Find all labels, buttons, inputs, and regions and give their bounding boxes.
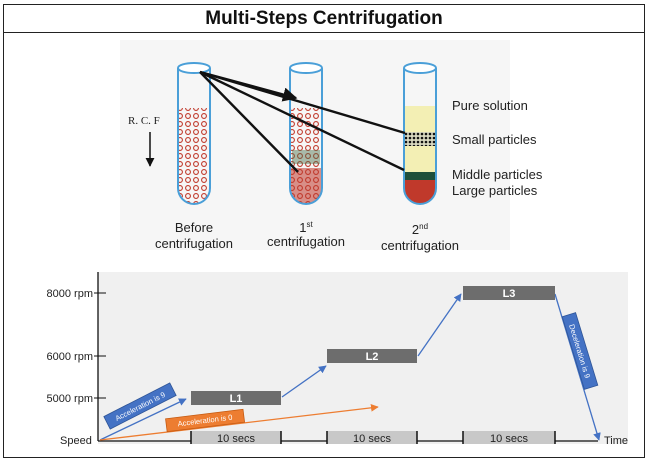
tube-1st [289,62,323,205]
tube-2nd [403,62,437,205]
caption-before-line2: centrifugation [155,236,233,251]
layer-small-particles [404,132,436,146]
zero-acceleration-line [99,403,379,441]
label-large-particles: Large particles [452,183,538,198]
badge-acceleration-0: Acceleration is 0 [165,408,246,433]
caption-1st-line1: 1st [299,220,313,235]
rcf-label: R. C. F [128,115,160,127]
level-8000: 8000 rpm [47,288,93,300]
caption-2nd-line2: centrifugation [381,238,459,253]
figure-title: Multi-Steps Centrifugation [4,5,644,33]
step-l2 [327,349,417,363]
step-l3-label: L3 [503,288,516,300]
layer-middle-particles [404,172,436,180]
x-axis-start-label: Speed [60,435,92,447]
separation-arrows [199,70,406,173]
duration-l1: 10 secs [217,433,255,445]
figure-frame: Multi-Steps Centrifugation [3,4,645,458]
level-5000: 5000 rpm [47,393,93,405]
caption-2nd-line1: 2nd [412,222,428,237]
step-l2-label: L2 [366,351,379,363]
x-axis-end-label: Time [604,435,628,447]
caption-before-line1: Before [175,220,213,235]
level-6000: 6000 rpm [47,351,93,363]
duration-bars [190,431,556,444]
label-middle-particles: Middle particles [452,167,543,182]
step-l1 [191,391,281,405]
caption-1st-line2: centrifugation [267,234,345,249]
step-l1-label: L1 [230,393,243,405]
duration-l2: 10 secs [353,433,391,445]
step-l3 [463,286,555,300]
label-small-particles: Small particles [452,132,537,147]
tube-before [177,62,211,205]
label-pure-solution: Pure solution [452,98,528,113]
duration-l3: 10 secs [490,433,528,445]
layer-pure-solution [404,106,436,132]
